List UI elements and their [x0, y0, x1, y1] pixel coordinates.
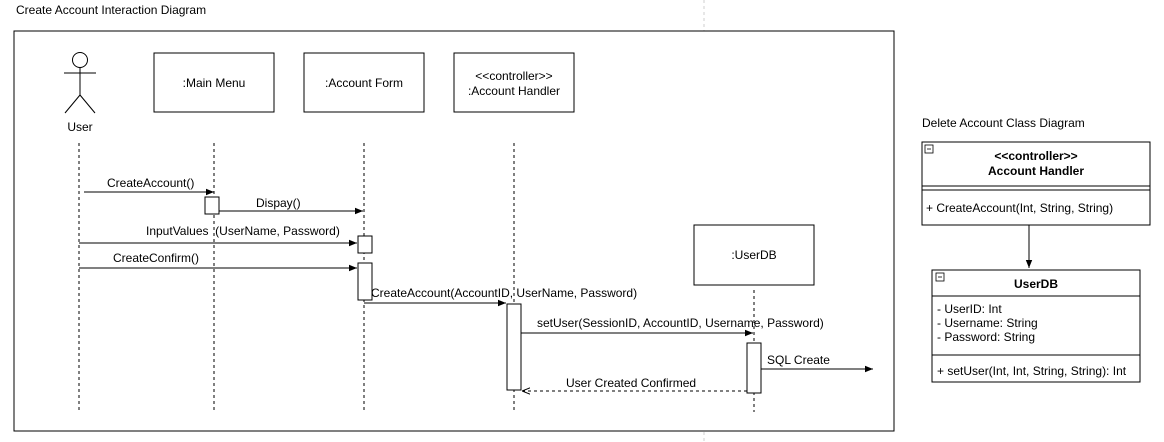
message-label: CreateConfirm() — [113, 251, 199, 265]
message-create-account[interactable]: CreateAccount() — [84, 176, 214, 196]
lifeline-head-main-menu — [153, 52, 275, 113]
activation-account-handler — [506, 303, 522, 391]
lifeline-label-user-db: :UserDB — [731, 248, 776, 262]
message-create-account-handler[interactable]: CreateAccount(AccountID, UserName, Passw… — [364, 286, 637, 307]
sequence-diagram-title: Create Account Interaction Diagram — [16, 3, 206, 17]
lifeline-stereotype-account-handler: <<controller>> — [475, 69, 552, 83]
lifeline-main-menu[interactable]: :Main Menu — [153, 52, 275, 113]
actor-stick-figure-icon — [64, 52, 96, 114]
activation-account-form-2 — [357, 262, 373, 301]
activation-account-form-1 — [357, 235, 373, 254]
lifeline-head-user-db — [693, 224, 815, 286]
class-name: Account Handler — [988, 164, 1084, 178]
lifeline-label-account-handler: :Account Handler — [468, 84, 560, 98]
message-set-user[interactable]: setUser(SessionID, AccountID, Username, … — [521, 316, 824, 337]
activation-main-menu — [204, 196, 220, 215]
class-attribute: - Password: String — [937, 330, 1035, 344]
class-attribute: - UserID: Int — [937, 302, 1002, 316]
message-label: Dispay() — [256, 196, 301, 210]
message-create-confirm[interactable]: CreateConfirm() — [79, 251, 357, 272]
message-label: InputValues (UserName, Password) — [146, 224, 340, 238]
lifeline-user-db[interactable]: :UserDB — [693, 224, 815, 286]
collapse-toggle-icon[interactable] — [924, 144, 934, 154]
message-user-created-confirmed[interactable]: User Created Confirmed — [522, 376, 747, 391]
class-user-db[interactable]: UserDB - UserID: Int - Username: String … — [931, 269, 1141, 383]
class-stereotype: <<controller>> — [994, 149, 1077, 163]
lifeline-account-handler[interactable]: <<controller>> :Account Handler — [453, 52, 575, 113]
class-attribute: - Username: String — [937, 316, 1038, 330]
class-method: + CreateAccount(Int, String, String) — [926, 201, 1113, 215]
message-dispay[interactable]: Dispay() — [219, 196, 363, 215]
actor-user[interactable]: User — [64, 52, 96, 135]
class-diagram-title: Delete Account Class Diagram — [922, 116, 1085, 130]
message-sql-create[interactable]: SQL Create — [761, 353, 873, 373]
message-input-values[interactable]: InputValues (UserName, Password) — [79, 224, 357, 247]
lifeline-label-account-form: :Account Form — [325, 76, 403, 90]
message-label: User Created Confirmed — [566, 376, 696, 390]
lifeline-label-main-menu: :Main Menu — [183, 76, 246, 90]
class-account-handler[interactable]: <<controller>> Account Handler + CreateA… — [921, 141, 1151, 226]
actor-label: User — [67, 120, 92, 134]
message-label: SQL Create — [767, 353, 830, 367]
lifeline-head-account-form — [303, 52, 425, 113]
message-label: setUser(SessionID, AccountID, Username, … — [537, 316, 824, 330]
lifeline-head-account-handler — [453, 52, 575, 113]
message-label: CreateAccount(AccountID, UserName, Passw… — [371, 286, 637, 300]
message-label: CreateAccount() — [107, 176, 194, 190]
lifeline-account-form[interactable]: :Account Form — [303, 52, 425, 113]
collapse-toggle-icon[interactable] — [935, 272, 945, 282]
activation-user-db — [746, 342, 762, 394]
class-method: + setUser(Int, Int, String, String): Int — [937, 364, 1127, 378]
class-name: UserDB — [1014, 277, 1058, 291]
